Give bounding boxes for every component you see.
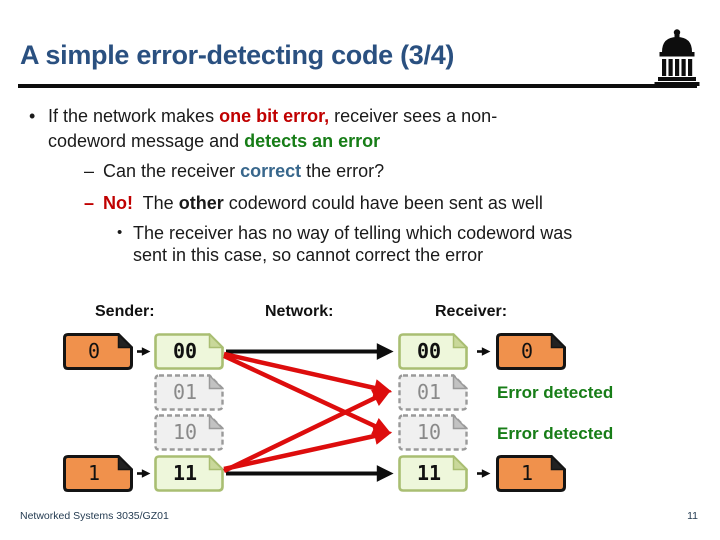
error-00-to-01-arrow [223, 351, 393, 397]
receiver-noncodeword-10-box: 10 [398, 414, 468, 451]
sender-message-0-box: 0 [63, 333, 133, 370]
receiver-noncodeword-01-box: 01 [398, 374, 468, 411]
error-detected-label-10: Error detected [497, 424, 614, 443]
error-00-to-10-arrow [223, 353, 392, 435]
receiver-codeword-11-box: 11 [398, 455, 468, 492]
footer-course-label: Networked Systems 3035/GZ01 [20, 510, 169, 522]
page-title: A simple error-detecting code (3/4) [20, 40, 455, 70]
sender-message-1-box: 1 [63, 455, 133, 492]
bullet-1-marker: • [29, 106, 36, 126]
sub-bullet-2: No! The other codeword could have been s… [103, 193, 543, 213]
dash-2-marker: – [84, 193, 95, 213]
bullet-2-marker: • [117, 224, 123, 241]
sender-column-label: Sender: [95, 303, 155, 320]
error-11-to-10-arrow [223, 427, 393, 472]
sender-noncodeword-01-box: 01 [154, 374, 224, 411]
receiver-codeword-00-box: 00 [398, 333, 468, 370]
title-underline [18, 84, 697, 88]
sender-noncodeword-10-box: 10 [154, 414, 224, 451]
sub-bullet-1: Can the receiver correct the error? [103, 161, 385, 181]
sender-codeword-11-box: 11 [154, 455, 224, 492]
sender-codeword-00-box: 00 [154, 333, 224, 370]
receiver-message-1-box: 1 [496, 455, 566, 492]
error-detected-label-01: Error detected [497, 383, 614, 402]
dash-1-marker: – [84, 161, 95, 181]
receiver-column-label: Receiver: [435, 303, 508, 320]
sub-sub-bullet-line-1: The receiver has no way of telling which… [133, 223, 573, 243]
receiver-message-0-box: 0 [496, 333, 566, 370]
bullet-1-line-2: codeword message and detects an error [48, 131, 381, 151]
network-column-label: Network: [265, 303, 334, 320]
sub-sub-bullet-line-2: sent in this case, so cannot correct the… [133, 245, 484, 265]
page-number: 11 [687, 510, 698, 522]
bullet-1-line-1: If the network makes one bit error, rece… [48, 106, 498, 126]
ucl-building-icon [654, 29, 700, 86]
error-11-to-01-arrow [223, 389, 392, 474]
